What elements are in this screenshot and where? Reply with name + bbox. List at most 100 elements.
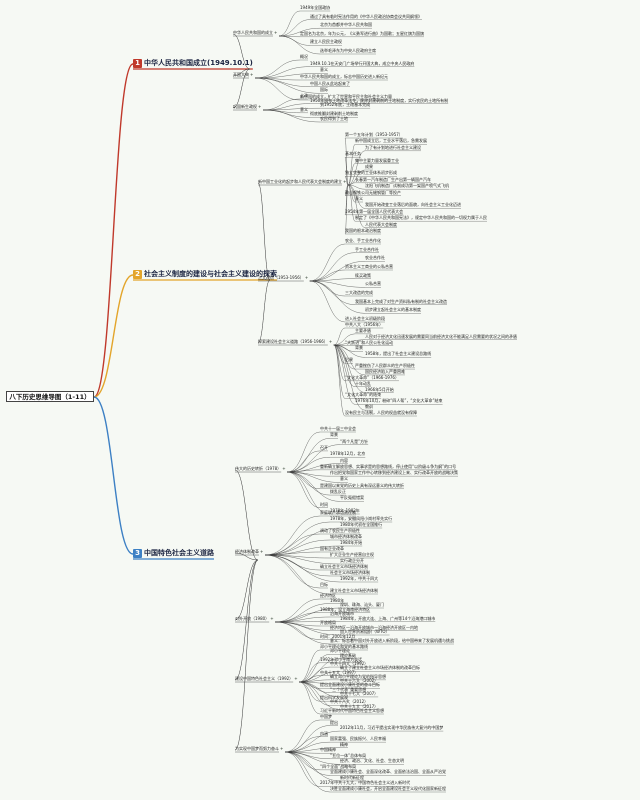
connector-line <box>344 184 349 196</box>
leaf-node: “四个全面”战略布局 <box>320 763 357 769</box>
leaf-node: 赎买政策 <box>355 272 371 278</box>
connector-line <box>347 163 356 186</box>
connector-line <box>257 279 271 344</box>
leaf-node: 1950年颁布土地改革法令，废除封建剥削的土地制度，实行农民的土地所有制 <box>310 97 449 103</box>
connector-line <box>257 182 271 281</box>
topic-node: 为实现中国梦而努力奋斗 <box>235 746 279 751</box>
leaf-node: “文化大革命”（1966-1976） <box>345 374 399 380</box>
leaf-node: 目标 <box>320 582 328 587</box>
leaf-node: 深圳、珠海、汕头、厦门 <box>340 602 384 607</box>
connector-line <box>309 280 366 314</box>
leaf-node: 我国开始改变工业落后的面貌，向社会主义工业化迈进 <box>365 202 461 208</box>
connector-line <box>333 339 366 346</box>
leaf-node: 主要矛盾 <box>355 327 371 333</box>
connector-line <box>234 469 259 561</box>
leaf-node: 拨乱反正 <box>330 489 346 495</box>
leaf-node: 理论基础 <box>340 652 356 658</box>
leaf-node: 教训 <box>365 404 373 410</box>
connector-line <box>264 527 341 556</box>
connector-line <box>287 471 331 496</box>
leaf-node: 成果 <box>365 164 373 169</box>
leaf-node: 邓小平理论和党的基本路线 <box>320 644 368 649</box>
connector-line <box>284 751 331 776</box>
branch-3-label: 中国特色社会主义道路 <box>144 549 214 557</box>
leaf-node: 制定了《中华人民共和国宪法》，规定中华人民共和国的一切权力属于人民 <box>355 215 487 221</box>
collapse-toggle-icon[interactable]: + <box>304 275 309 280</box>
leaf-node: “文化大革命”的结束 <box>345 392 382 398</box>
leaf-node: 精神 <box>340 741 348 747</box>
leaf-node: 新时代新征程 <box>340 774 364 780</box>
collapse-toggle-icon[interactable]: + <box>282 466 286 471</box>
collapse-toggle-icon[interactable]: + <box>270 616 274 621</box>
topic-node: 建设中国特色社会主义（1992） <box>235 676 294 681</box>
leaf-node: 中共十一届三中全会 <box>320 426 356 431</box>
leaf-node: 意义 <box>340 476 348 482</box>
leaf-node: 1992年，中共十四大 <box>340 576 379 581</box>
leaf-node: 1978年12月，北京 <box>330 451 366 457</box>
leaf-node: 1988年，设立海南经济特区 <box>320 606 371 612</box>
collapse-toggle-icon[interactable]: + <box>343 179 347 184</box>
leaf-node: 为了有计划地进行社会主义建设 <box>365 144 421 150</box>
connector-line <box>333 344 366 358</box>
connector-line <box>275 621 341 636</box>
connector-line <box>309 280 366 288</box>
connector-line <box>344 137 349 186</box>
collapse-toggle-icon[interactable]: + <box>260 549 264 554</box>
connector-line <box>254 73 321 79</box>
collapse-toggle-icon[interactable]: + <box>258 104 262 109</box>
connector-line <box>234 559 259 681</box>
leaf-node: 中国梦 <box>320 714 332 719</box>
leaf-node: 中共十八大（2012） <box>330 699 369 705</box>
connector-line <box>333 333 356 346</box>
leaf-node: 1980年代初在全国推行 <box>340 522 383 527</box>
branch-2-label: 社会主义制度的建设与社会主义建设的探索 <box>144 270 277 278</box>
leaf-node: 定国名为北京，年为公元，《义勇军进行曲》为国歌；五星红旗为国旗 <box>300 30 424 36</box>
collapse-toggle-icon[interactable]: + <box>250 72 254 77</box>
connector-line <box>284 751 321 771</box>
leaf-node: 扩大企业生产经营自主权 <box>330 552 374 557</box>
leaf-node: 中国人民从此站起来了 <box>310 80 350 86</box>
branch-1-number: 1 <box>133 59 142 68</box>
connector-line <box>309 280 346 297</box>
leaf-node: 中共十七大（2007） <box>340 690 379 696</box>
leaf-node: 进入社会主义初级阶段 <box>345 316 385 321</box>
collapse-toggle-icon[interactable]: + <box>280 746 284 751</box>
connector-line <box>93 396 134 555</box>
connector-line <box>275 621 321 640</box>
leaf-node: 意义 <box>355 196 363 201</box>
collapse-toggle-icon[interactable]: + <box>328 339 333 344</box>
connector-line <box>287 431 321 473</box>
leaf-node: 中共十九大（2017） <box>340 703 379 709</box>
leaf-node: 全面建成小康社会、全面深化改革、全面依法治国、全面从严治党 <box>330 769 446 775</box>
leaf-node: “两个凡是”方针 <box>340 438 369 444</box>
connector-line <box>275 621 331 645</box>
connector-line <box>344 184 349 235</box>
leaf-node: 提出 <box>330 719 338 725</box>
leaf-node: 农业合作社 <box>365 255 385 261</box>
leaf-node: 1984年，开放大连、上海、广州等14个沿海港口城市 <box>340 615 436 621</box>
connector-line <box>284 751 331 793</box>
connector-line <box>254 59 301 79</box>
leaf-node: 中共十五大（1997） <box>320 669 359 675</box>
connector-line <box>278 19 311 37</box>
leaf-node: 到1952年底，土改基本完成 <box>320 102 371 108</box>
collapse-toggle-icon[interactable]: + <box>294 676 298 681</box>
leaf-node: 概况 <box>300 54 308 59</box>
leaf-node: 中共十四大（1992） <box>330 661 369 667</box>
topic-node: 探索建设社会主义道路（1956-1966） <box>258 339 328 344</box>
connector-line <box>275 621 341 623</box>
connector-line <box>287 471 331 515</box>
leaf-node: 提出科学发展观 <box>320 695 348 701</box>
leaf-node: 没有民主与法制，人民的权益就没有保障 <box>345 410 417 415</box>
topic-node: 中华人民共和国的成立 <box>233 30 273 35</box>
leaf-node: 十年动乱 <box>355 380 371 386</box>
connector-line <box>278 28 321 37</box>
collapse-toggle-icon[interactable]: + <box>274 30 278 35</box>
leaf-node: 习近平新时代中国特色社会主义思想 <box>320 708 384 713</box>
leaf-node: 平反冤假错案 <box>340 495 364 501</box>
connector-line <box>264 554 341 565</box>
leaf-node: 沈阳飞机制造厂试制成功第一架国产喷气式飞机 <box>365 183 449 189</box>
leaf-node: 1984年开始 <box>340 540 363 545</box>
leaf-node: 提出全面建设小康社会的奋斗目标 <box>320 682 380 688</box>
